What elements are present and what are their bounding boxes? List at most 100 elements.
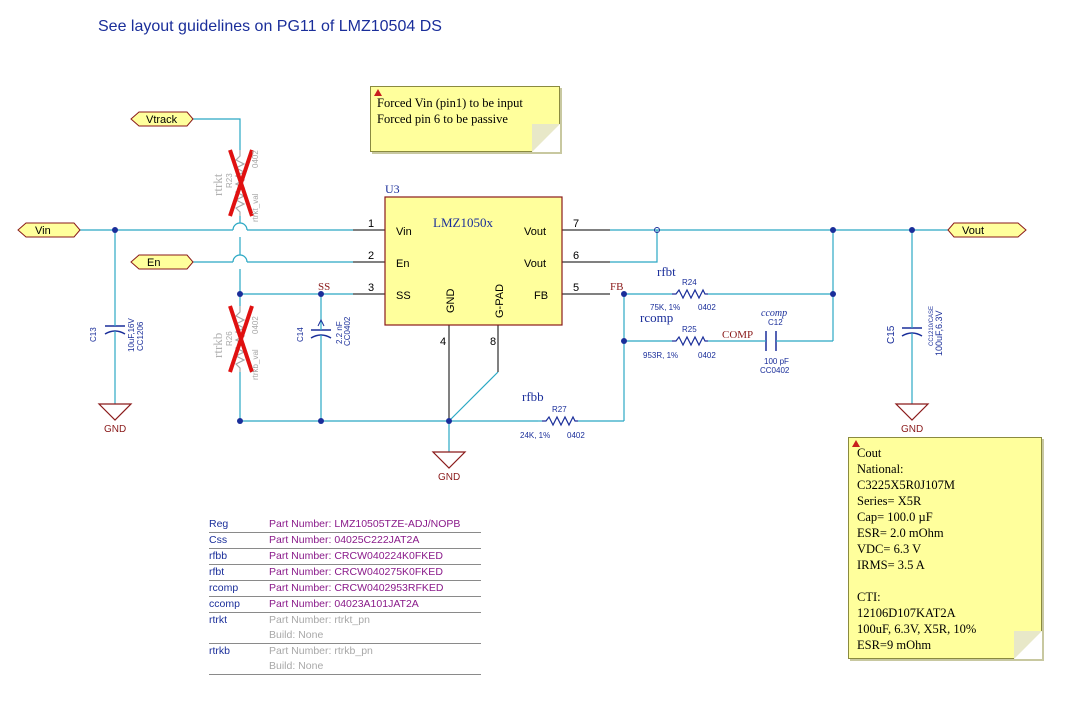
bom-build: Build: None [269, 660, 324, 672]
bom-part-number: Part Number: rtrkt_pn [269, 614, 370, 626]
r26-group: rtrkb [210, 333, 225, 358]
pin-8-name: G-PAD [494, 284, 506, 318]
c15-ref: C15 [886, 325, 897, 344]
pin-1-name: Vin [396, 226, 412, 238]
note-cout: Cout National: C3225X5R0J107M Series= X5… [848, 437, 1042, 659]
r23-group: rtrkt [210, 173, 225, 196]
bom-part-number: Part Number: CRCW0402953RFKED [269, 582, 444, 594]
gnd-symbol-main: GND [431, 451, 467, 483]
r27-value: 24K, 1% [520, 431, 550, 440]
bom-part-number: Part Number: CRCW040224K0FKED [269, 550, 443, 562]
pin-2-number: 2 [368, 250, 374, 262]
port-en-label: En [147, 257, 160, 269]
note-line: CTI: [857, 590, 881, 604]
bom-row: rcomp Part Number: CRCW0402953RFKED [209, 581, 481, 597]
capacitor-c14: C14 2.2 nF CC0402 [296, 316, 352, 346]
c13-pkg: CC1206 [136, 321, 145, 351]
gnd-label: GND [104, 424, 126, 435]
bom-ref: Css [209, 534, 228, 546]
c14-pkg: CC0402 [343, 316, 352, 346]
pin-7-name: Vout [524, 226, 546, 238]
wire-en-hop [232, 254, 248, 263]
note-warning-icon [374, 89, 382, 96]
note-line: Forced pin 6 to be passive [377, 112, 508, 126]
port-vtrack-label: Vtrack [146, 114, 178, 126]
resistor-r27: rfbb R27 24K, 1% 0402 [520, 389, 585, 440]
r24-ref: R24 [682, 278, 697, 287]
pin-1-number: 1 [368, 218, 374, 230]
ground-icon [894, 403, 930, 421]
pin-6-number: 6 [573, 250, 579, 262]
bom-row: rfbb Part Number: CRCW040224K0FKED [209, 549, 481, 565]
r24-value: 75K, 1% [650, 303, 680, 312]
bom-build: Build: None [269, 629, 324, 641]
r23-ref: R23 [225, 173, 234, 188]
bom-row: rtrkt Part Number: rtrkt_pn [209, 613, 481, 628]
r26-value: rtrkb_val [251, 349, 260, 380]
note-fold [532, 124, 560, 152]
junction-dot [237, 418, 243, 424]
note-line: Cap= 100.0 µF [857, 510, 933, 524]
ic-body [384, 196, 563, 326]
note-line [857, 573, 1033, 589]
note-line: C3225X5R0J107M [857, 478, 955, 492]
pin-2-name: En [396, 258, 409, 270]
r27-pkg: 0402 [567, 431, 585, 440]
r25-ref: R25 [682, 325, 697, 334]
c15-value: 100uF,6.3V [934, 310, 944, 356]
pin-4-number: 4 [440, 336, 446, 348]
note-line: IRMS= 3.5 A [857, 558, 925, 572]
r25-pkg: 0402 [698, 351, 716, 360]
bom-ref: rtrkb [209, 645, 230, 657]
capacitor-c15: C15 CC1210/CASE 100uF,6.3V [886, 306, 944, 356]
pin-8-number: 8 [490, 336, 496, 348]
bom-ref: rtrkt [209, 614, 228, 626]
net-comp-label: COMP [722, 329, 753, 341]
gnd-symbol-c13: GND [97, 403, 133, 435]
junction-dot [621, 338, 627, 344]
capacitor-c13: C13 10uF,16V CC1206 [89, 316, 145, 352]
ground-icon [97, 403, 133, 421]
ic-value: LMZ1050x [433, 215, 493, 230]
bom-part-number: Part Number: CRCW040275K0FKED [269, 566, 443, 578]
gnd-symbol-c15: GND [894, 403, 930, 435]
junction-dot [318, 418, 324, 424]
wire-gpad-diag [448, 371, 499, 422]
bom-part-number: Part Number: rtrkb_pn [269, 645, 373, 657]
c13-value: 10uF,16V [127, 318, 136, 352]
wire-vout6 [610, 230, 658, 263]
r26-ref: R26 [225, 331, 234, 346]
port-vout-label: Vout [962, 225, 984, 237]
resistor-r23: rtrkt R23 0402 rtrkt_val [210, 149, 260, 222]
gnd-label: GND [901, 424, 923, 435]
r24-group: rfbt [657, 264, 676, 279]
wire-vin-hop [232, 222, 248, 231]
pin-3-number: 3 [368, 282, 374, 294]
note-line: VDC= 6.3 V [857, 542, 922, 556]
dnp-cross [228, 305, 254, 373]
port-vin-label: Vin [35, 225, 51, 237]
note-line: Cout [857, 446, 882, 460]
note-line: Forced Vin (pin1) to be input [377, 96, 523, 110]
ic-ref: U3 [385, 182, 400, 196]
junction-dot [446, 418, 452, 424]
pin-3-name: SS [396, 290, 411, 302]
c12-ref: C12 [768, 318, 783, 327]
junction-dot [830, 227, 836, 233]
r26-pkg: 0402 [251, 316, 260, 334]
bom-ref: Reg [209, 518, 229, 530]
bom-row: ccomp Part Number: 04023A101JAT2A [209, 597, 481, 613]
bom-ref: rfbb [209, 550, 228, 562]
bom-part-number: Part Number: 04025C222JAT2A [269, 534, 420, 546]
c14-ref: C14 [296, 327, 305, 342]
wires [80, 118, 948, 452]
pin-5-number: 5 [573, 282, 579, 294]
note-line: 100uF, 6.3V, X5R, 10% [857, 622, 977, 636]
bom-row: Css Part Number: 04025C222JAT2A [209, 533, 481, 549]
pin-5-name: FB [534, 290, 548, 302]
junction-dot [112, 227, 118, 233]
junction-dot [237, 291, 243, 297]
bom-ref: rfbt [209, 566, 225, 578]
r24-pkg: 0402 [698, 303, 716, 312]
